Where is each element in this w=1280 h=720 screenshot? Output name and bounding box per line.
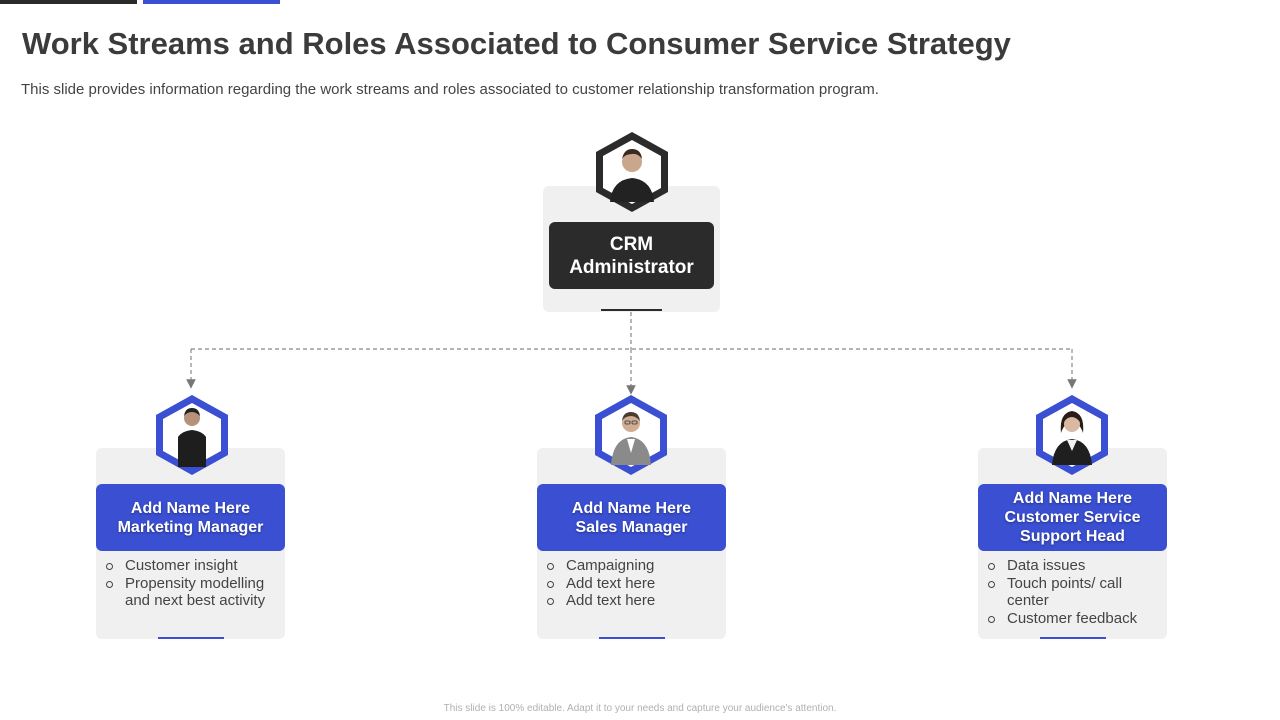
man-in-black-shirt-avatar-icon [178, 408, 206, 467]
crm-administrator-box: CRM Administrator [549, 222, 714, 289]
list-item: Touch points/ call center [988, 575, 1158, 610]
list-item: Add text here [547, 592, 717, 610]
support-items: Data issues Touch points/ call center Cu… [988, 557, 1158, 627]
woman-in-suit-avatar-icon [1052, 411, 1092, 465]
marketing-manager-box: Add Name Here Marketing Manager [96, 484, 285, 551]
root-label-line2: Administrator [569, 256, 694, 278]
marketing-title-line1: Marketing Manager [117, 518, 264, 536]
sales-items: Campaigning Add text here Add text here [547, 557, 717, 610]
top-accent-bar-blue [143, 0, 280, 4]
sales-card-underline [599, 637, 665, 639]
root-label-line1: CRM [609, 233, 654, 255]
slide-subtitle: This slide provides information regardin… [21, 81, 879, 98]
marketing-avatar [156, 395, 228, 475]
list-item: Data issues [988, 557, 1158, 575]
root-avatar [596, 132, 668, 212]
sales-manager-box: Add Name Here Sales Manager [537, 484, 726, 551]
slide-title: Work Streams and Roles Associated to Con… [22, 26, 1011, 61]
man-in-suit-avatar-icon [611, 412, 651, 465]
sales-name: Add Name Here [571, 499, 692, 517]
support-card-underline [1040, 637, 1106, 639]
marketing-items: Customer insight Propensity modelling an… [106, 557, 276, 610]
support-head-box: Add Name Here Customer Service Support H… [978, 484, 1167, 551]
list-item: Propensity modelling and next best activ… [106, 575, 276, 610]
sales-avatar [595, 395, 667, 475]
top-accent-bar-dark [0, 0, 137, 4]
support-name: Add Name Here [1012, 490, 1133, 507]
list-item: Customer feedback [988, 610, 1158, 628]
marketing-card-underline [158, 637, 224, 639]
footer-note: This slide is 100% editable. Adapt it to… [443, 703, 837, 714]
root-card-underline [601, 309, 662, 311]
support-title-line2: Support Head [1020, 528, 1125, 545]
man-in-dark-shirt-avatar-icon [610, 149, 654, 202]
sales-title-line1: Sales Manager [575, 518, 688, 536]
support-avatar [1036, 395, 1108, 475]
support-title-line1: Customer Service [1004, 509, 1141, 526]
list-item: Customer insight [106, 557, 276, 575]
list-item: Add text here [547, 575, 717, 593]
marketing-name: Add Name Here [130, 499, 251, 517]
list-item: Campaigning [547, 557, 717, 575]
